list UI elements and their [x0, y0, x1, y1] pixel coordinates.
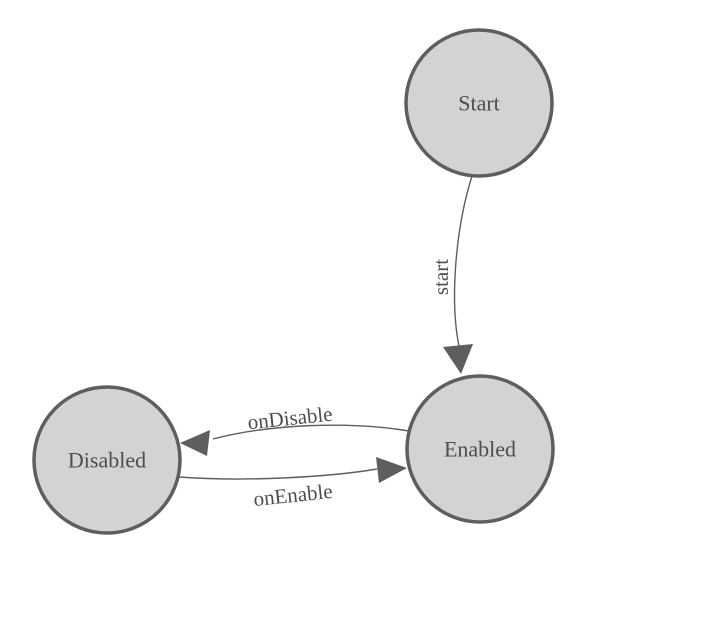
arrowhead-disabled-to-enabled [376, 457, 407, 483]
node-disabled [32, 385, 182, 535]
arrowhead-start-to-enabled [443, 344, 473, 374]
node-start-label: Start [458, 91, 500, 116]
node-enabled-label: Enabled [444, 437, 516, 462]
edge-start-to-enabled [453, 175, 473, 347]
edge-enabled-to-disabled [212, 424, 410, 440]
arrowhead-enabled-to-disabled [180, 430, 210, 456]
node-disabled-label: Disabled [68, 448, 146, 473]
edge-label-ondisable: onDisable [246, 402, 333, 435]
edge-label-onenable: onEnable [252, 479, 333, 511]
node-enabled [405, 374, 555, 524]
node-start [404, 28, 554, 178]
edge-label-start: start [429, 259, 453, 295]
edge-disabled-to-enabled [178, 468, 378, 480]
